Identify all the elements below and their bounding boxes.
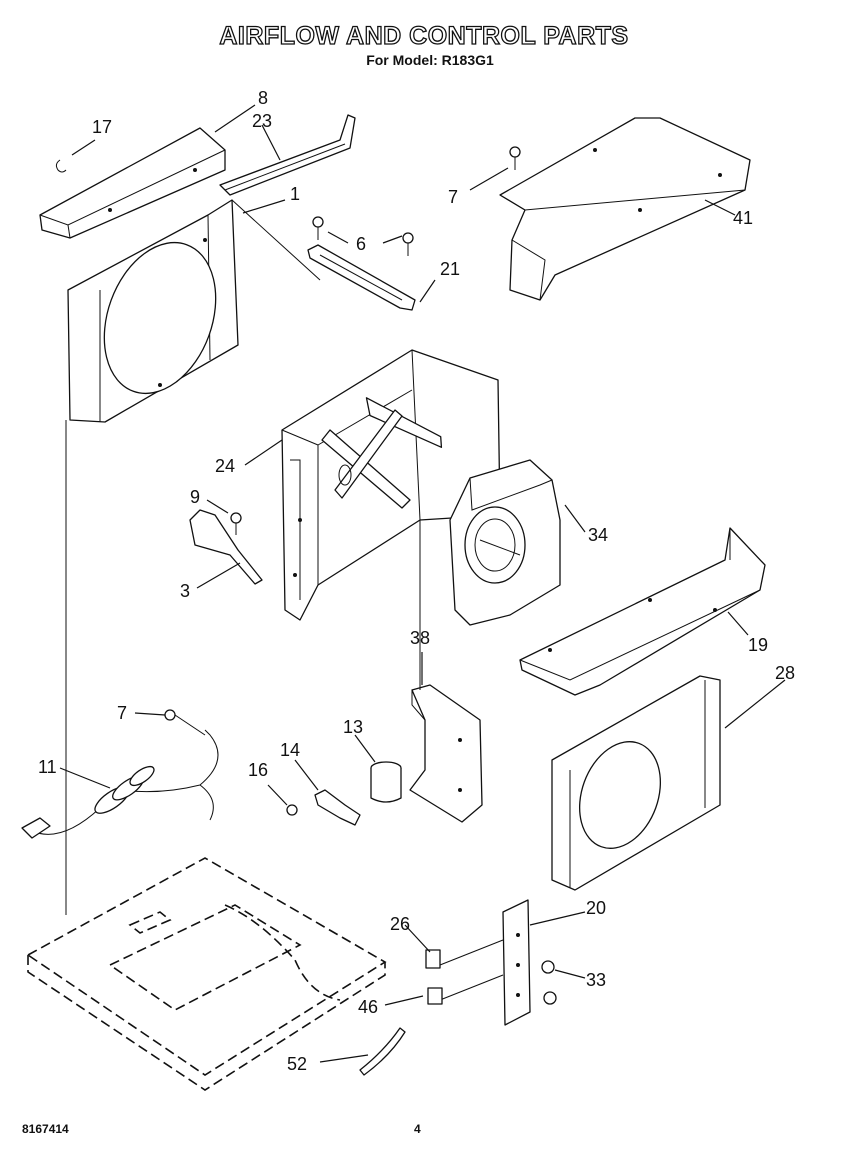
callout-34: 34 [588,525,608,545]
page-title: AIRFLOW AND CONTROL PARTS [219,21,629,50]
part-24-partition [281,349,501,621]
part-11-power-cord [21,709,219,839]
part-41-top-panel [499,117,751,301]
callout-11: 11 [38,757,57,777]
callout-9: 9 [190,487,200,507]
callout-19: 19 [748,635,768,655]
part-20-control-panel [425,899,557,1026]
callout-6: 6 [356,234,366,254]
part-17-clip [55,159,67,173]
part-13-capacitor [370,761,402,803]
part-14-strap [286,789,361,826]
document-number: 8167414 [22,1122,69,1136]
part-38-control-bracket [409,684,483,823]
leader-lines [59,104,786,1063]
part-8-top-bracket [39,127,226,239]
base-pan [26,857,387,1091]
callout-41: 41 [733,208,753,228]
callout-7-top: 7 [448,187,458,207]
callout-52: 52 [287,1054,307,1074]
callout-17: 17 [92,117,112,137]
callout-13: 13 [343,717,363,737]
part-52-tube [359,1027,406,1076]
callout-3: 3 [180,581,190,601]
part-1-fan-shroud [67,199,321,423]
callout-21: 21 [440,259,460,279]
callout-46: 46 [358,997,378,1017]
callout-26: 26 [390,914,410,934]
part-28-condenser-shroud [551,675,721,891]
callout-33: 33 [586,970,606,990]
callout-labels: 17 8 23 1 6 21 7 41 24 9 3 34 19 28 38 7… [38,88,795,1074]
callout-20: 20 [586,898,606,918]
callout-14: 14 [280,740,300,760]
callout-16: 16 [248,760,268,780]
part-21-bracket [307,216,416,311]
page-number: 4 [414,1122,421,1136]
part-19-rail [519,527,766,696]
part-3-bracket [189,509,263,585]
callout-23: 23 [252,111,272,131]
callout-24: 24 [215,456,235,476]
part-23-strip [219,114,356,196]
callout-8: 8 [258,88,268,108]
callout-7-cord: 7 [117,703,127,723]
callout-1: 1 [290,184,300,204]
callout-38: 38 [410,628,430,648]
callout-28: 28 [775,663,795,683]
model-subtitle: For Model: R183G1 [366,52,494,68]
part-34-blower-housing [449,459,561,626]
